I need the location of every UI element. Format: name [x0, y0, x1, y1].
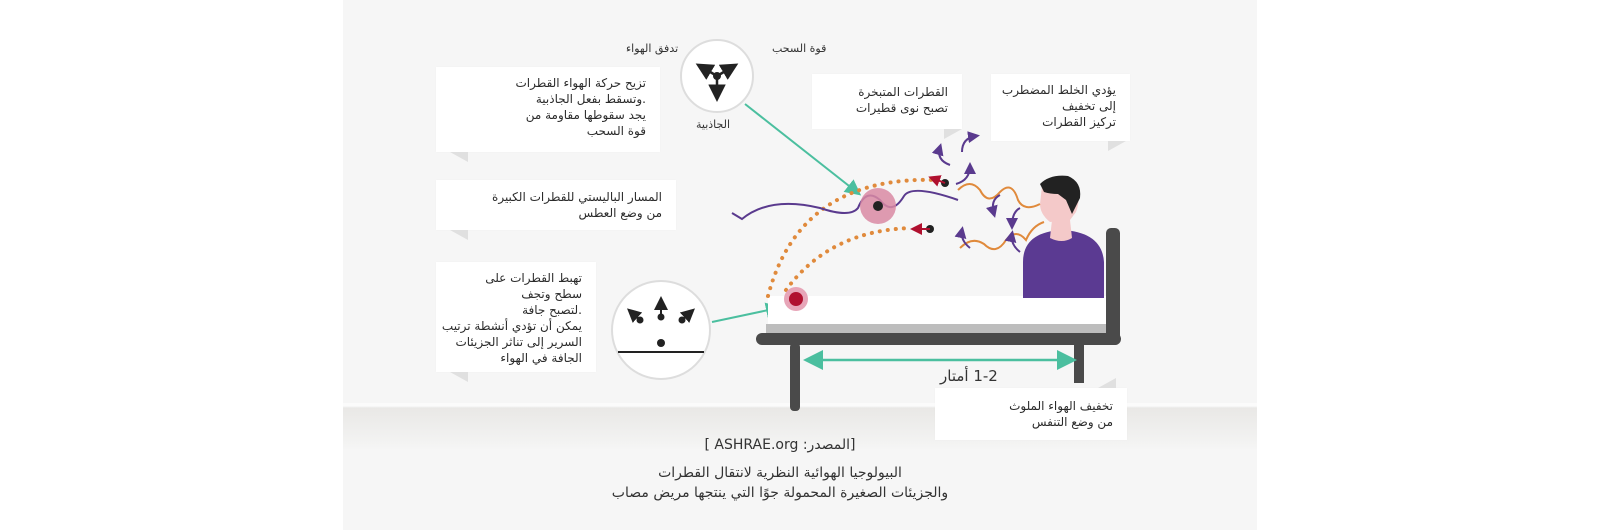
- callout-tail: [1108, 141, 1126, 151]
- callout-text: تركيز القطرات: [1042, 115, 1116, 129]
- callout-text: من وضع التنفس: [1031, 415, 1113, 429]
- callout-text: يمكن أن تؤدي أنشطة ترتيب: [441, 319, 582, 333]
- callout-tail: [1098, 378, 1116, 388]
- callout-ballistic-path: المسار الباليستي للقطرات الكبيرة من وضع …: [436, 180, 676, 230]
- callout-text: يؤدي الخلط المضطرب: [1001, 83, 1116, 97]
- callout-turbulent-mixing: يؤدي الخلط المضطرب إلى تخفيف تركيز القطر…: [991, 74, 1130, 141]
- source-caption: [المصدر: ASHRAE.org ]: [704, 437, 856, 453]
- figure-caption: البيولوجيا الهوائية النظرية لانتقال القط…: [560, 463, 1000, 503]
- callout-text: السرير إلى تناثر الجزيئات: [455, 335, 582, 349]
- distance-label: 1-2 أمتار: [940, 367, 998, 385]
- callout-evaporated-droplets: القطرات المتبخرة تصبح نوى قطيرات: [812, 74, 962, 129]
- callout-tail: [450, 372, 468, 382]
- callout-text: .لتصبح جافة: [522, 303, 582, 317]
- caption-line-1: البيولوجيا الهوائية النظرية لانتقال القط…: [658, 465, 902, 481]
- callout-text: سطح وتجف: [521, 287, 582, 301]
- bed: [756, 228, 1121, 411]
- callout-text: إلى تخفيف: [1061, 99, 1116, 113]
- callout-text: القطرات المتبخرة: [858, 85, 948, 99]
- patient: [1023, 175, 1104, 298]
- callout-text: تزيح حركة الهواء القطرات: [515, 76, 646, 90]
- callout-text: الجافة في الهواء: [500, 351, 582, 365]
- gravity-label: الجاذبية: [696, 118, 731, 131]
- callout-text: تصبح نوى قطيرات: [855, 101, 948, 115]
- drag-force-label: قوة السحب: [772, 42, 827, 55]
- callout-text: المسار الباليستي للقطرات الكبيرة: [492, 190, 662, 204]
- callout-surface-settling: تهبط القطرات على سطح وتجف .لتصبح جافة يم…: [436, 262, 596, 372]
- callout-dilution: تخفيف الهواء الملوث من وضع التنفس: [935, 388, 1127, 440]
- force-diagram-icon: [680, 39, 754, 113]
- surface-settling-icon: [611, 280, 711, 380]
- callout-text: يجد سقوطها مقاومة من: [525, 108, 646, 122]
- callout-air-movement: تزيح حركة الهواء القطرات .وتسقط بفعل الج…: [436, 67, 660, 152]
- callout-text: .وتسقط بفعل الجاذبية: [535, 92, 646, 106]
- callout-tail: [450, 152, 468, 162]
- caption-line-2: والجزيئات الصغيرة المحمولة جوًا التي ينت…: [611, 485, 949, 501]
- callout-text: قوة السحب: [586, 124, 646, 138]
- callout-text: تهبط القطرات على: [485, 271, 582, 285]
- callout-tail: [450, 230, 468, 240]
- callout-text: من وضع العطس: [578, 206, 662, 220]
- callout-tail: [944, 129, 962, 139]
- air-flow-label: تدفق الهواء: [626, 42, 679, 55]
- callout-text: تخفيف الهواء الملوث: [1009, 399, 1113, 413]
